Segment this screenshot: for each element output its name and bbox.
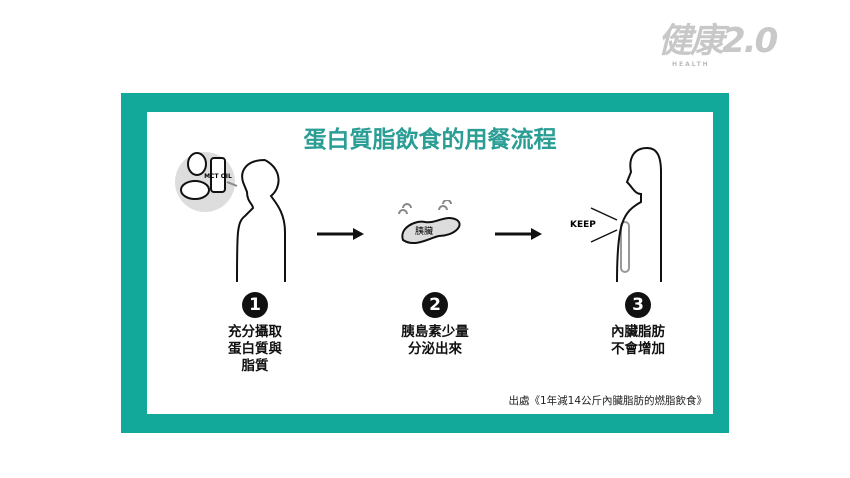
step-number-3: 3	[625, 292, 651, 318]
person-fit-illustration	[590, 147, 662, 282]
arrow-right-icon	[317, 228, 364, 240]
arrow-right-icon	[495, 228, 542, 240]
pancreas-label: 胰臟	[415, 227, 434, 237]
logo-text: 健康2.0	[658, 21, 778, 61]
logo-subtext: HEALTH	[672, 61, 710, 68]
mct-oil-label: MCT OIL	[204, 173, 232, 180]
source-citation: 出處《1年減14公斤內臟脂肪的燃脂飲食》	[508, 395, 707, 407]
step-number-1: 1	[242, 292, 268, 318]
pancreas-illustration	[398, 200, 461, 245]
step-caption-3: 內臟脂肪 不會增加	[611, 324, 665, 357]
step-caption-2: 胰島素少量 分泌出來	[401, 324, 469, 357]
step-number-2: 2	[422, 292, 448, 318]
infographic-frame: 蛋白質脂飲食的用餐流程 MCT OIL 胰臟 KEEP 1 充分攝取 蛋白質與 …	[121, 93, 729, 433]
person-eating-illustration: MCT OIL	[175, 152, 286, 282]
keep-label: KEEP	[570, 220, 596, 230]
step-caption-1: 充分攝取 蛋白質與 脂質	[228, 324, 282, 374]
infographic: 蛋白質脂飲食的用餐流程 MCT OIL 胰臟 KEEP 1 充分攝取 蛋白質與 …	[147, 112, 713, 414]
infographic-title: 蛋白質脂飲食的用餐流程	[303, 126, 557, 153]
